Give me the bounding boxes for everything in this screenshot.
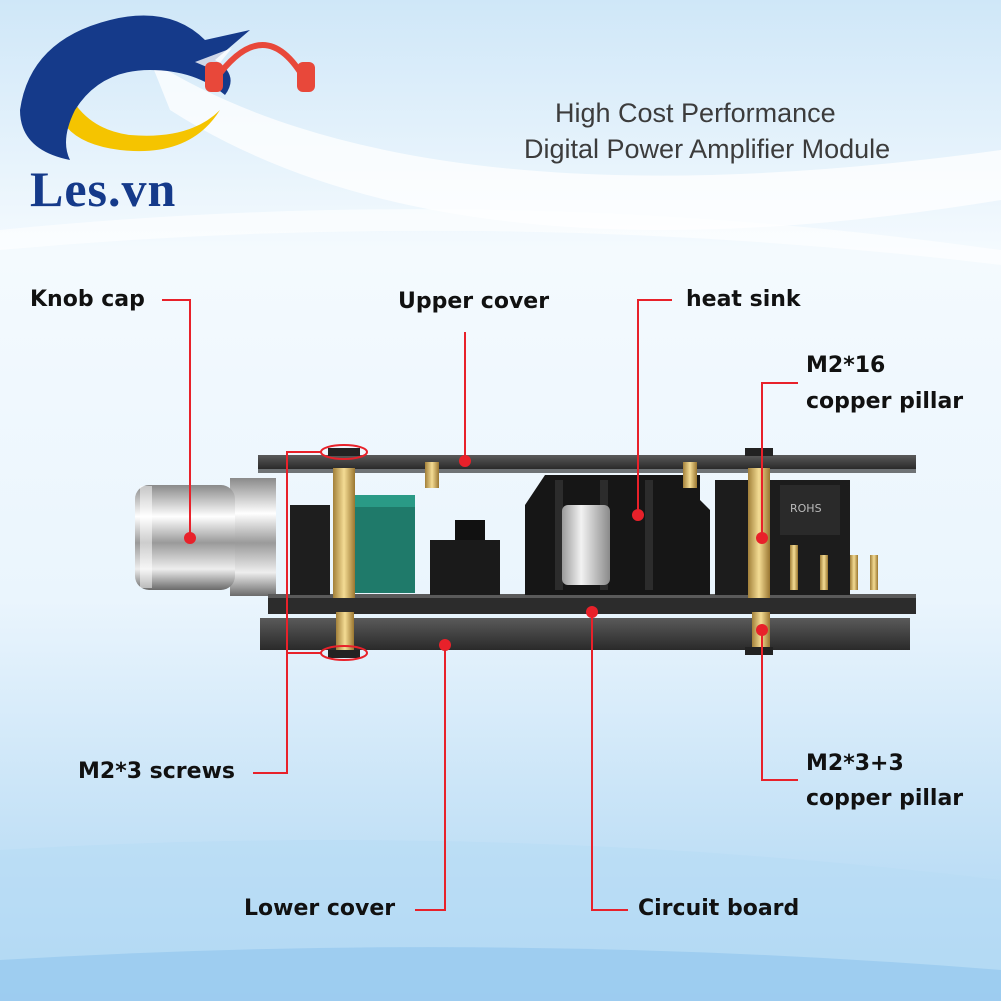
label-lower-cover: Lower cover [244,896,396,921]
label-m2-16-line2: copper pillar [806,389,964,414]
amplifier-module: ROHS [135,444,916,661]
label-m2-3-3-line1: M2*3+3 [806,751,904,776]
header-line-1: High Cost Performance [555,98,836,128]
label-m2-3-screws: M2*3 screws [78,759,235,784]
rohs-marking: ROHS [790,502,822,515]
brand-logo [20,15,315,160]
label-circuit-board: Circuit board [638,896,800,921]
label-knob-cap: Knob cap [30,287,145,312]
leader-lines [162,299,798,911]
header-line-2: Digital Power Amplifier Module [524,134,891,164]
label-upper-cover: Upper cover [398,289,550,314]
label-heat-sink: heat sink [686,287,801,312]
brand-name: Les.vn [30,161,177,217]
label-m2-3-3-line2: copper pillar [806,786,964,811]
label-m2-16-line1: M2*16 [806,353,886,378]
